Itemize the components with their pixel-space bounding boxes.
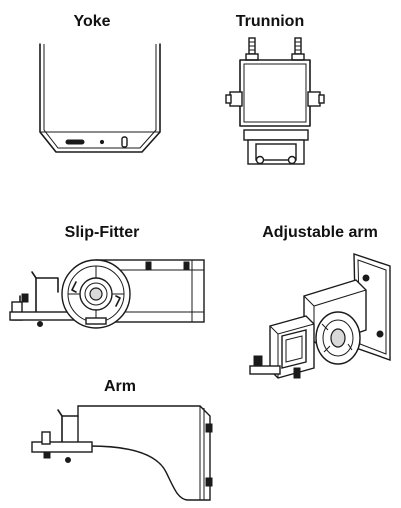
yoke-mount-drawing: [36, 40, 166, 160]
yoke-label: Yoke: [73, 13, 111, 30]
arm-mount-drawing: [28, 402, 218, 504]
trunnion-label: Trunnion: [235, 13, 305, 30]
slip-fitter-mount-drawing: [6, 252, 211, 334]
adjustable-arm-label: Adjustable arm: [262, 224, 378, 241]
arm-label: Arm: [103, 378, 136, 395]
trunnion-mount-drawing: [225, 36, 336, 176]
slip-fitter-label: Slip-Fitter: [64, 224, 140, 241]
adjustable-arm-mount-drawing: [244, 250, 394, 385]
